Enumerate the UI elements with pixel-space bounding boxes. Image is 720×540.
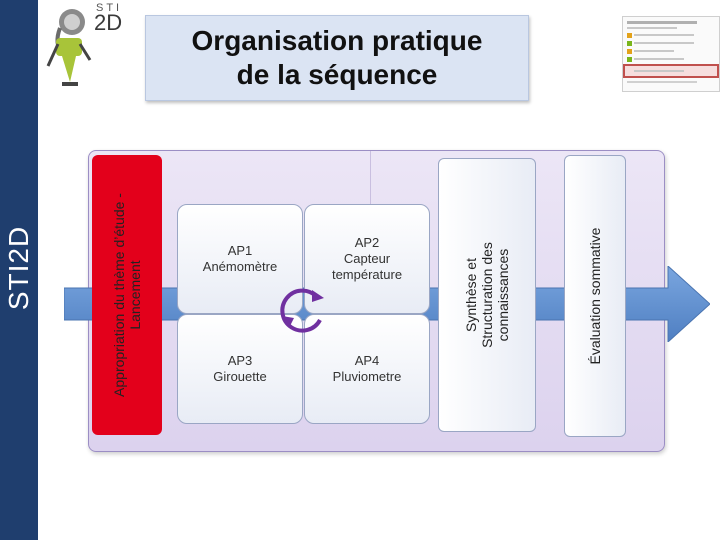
schedule-thumbnail xyxy=(622,16,720,92)
activity-label-ap2: AP2 Capteur température xyxy=(331,235,403,282)
activity-label-ap3: AP3 Girouette xyxy=(213,353,267,384)
activity-box-ap3: AP3 Girouette xyxy=(177,314,303,424)
activity-box-ap1: AP1 Anémomètre xyxy=(177,204,303,314)
rotation-cycle-icon xyxy=(280,288,324,333)
logo-sti-text: STI xyxy=(96,2,123,14)
start-block: Appropriation du thème d’étude - Lanceme… xyxy=(92,155,162,435)
page-title-line2: de la séquence xyxy=(236,59,438,90)
activity-label-ap4: AP4 Pluviometre xyxy=(332,353,402,384)
synthesis-block-label: Synthèse et Structuration des connaissan… xyxy=(463,242,511,348)
activity-box-ap4: AP4 Pluviometre xyxy=(304,314,430,424)
evaluation-block-label: Évaluation sommative xyxy=(587,227,603,365)
activity-box-ap2: AP2 Capteur température xyxy=(304,204,430,314)
sidebar-label: STI2D xyxy=(3,225,34,311)
synthesis-block: Synthèse et Structuration des connaissan… xyxy=(438,158,536,432)
title-box: Organisation pratique de la séquence xyxy=(145,15,529,101)
page-title-line1: Organisation pratique xyxy=(191,25,483,56)
activity-label-ap1: AP1 Anémomètre xyxy=(202,243,278,274)
logo-2d-text: 2D xyxy=(94,10,123,35)
start-block-label: Appropriation du thème d’étude - Lanceme… xyxy=(111,193,143,397)
sti2d-logo xyxy=(46,9,92,86)
sidebar-bar: STI2D xyxy=(0,0,38,540)
panel-divider xyxy=(370,151,371,211)
evaluation-block: Évaluation sommative xyxy=(564,155,626,437)
